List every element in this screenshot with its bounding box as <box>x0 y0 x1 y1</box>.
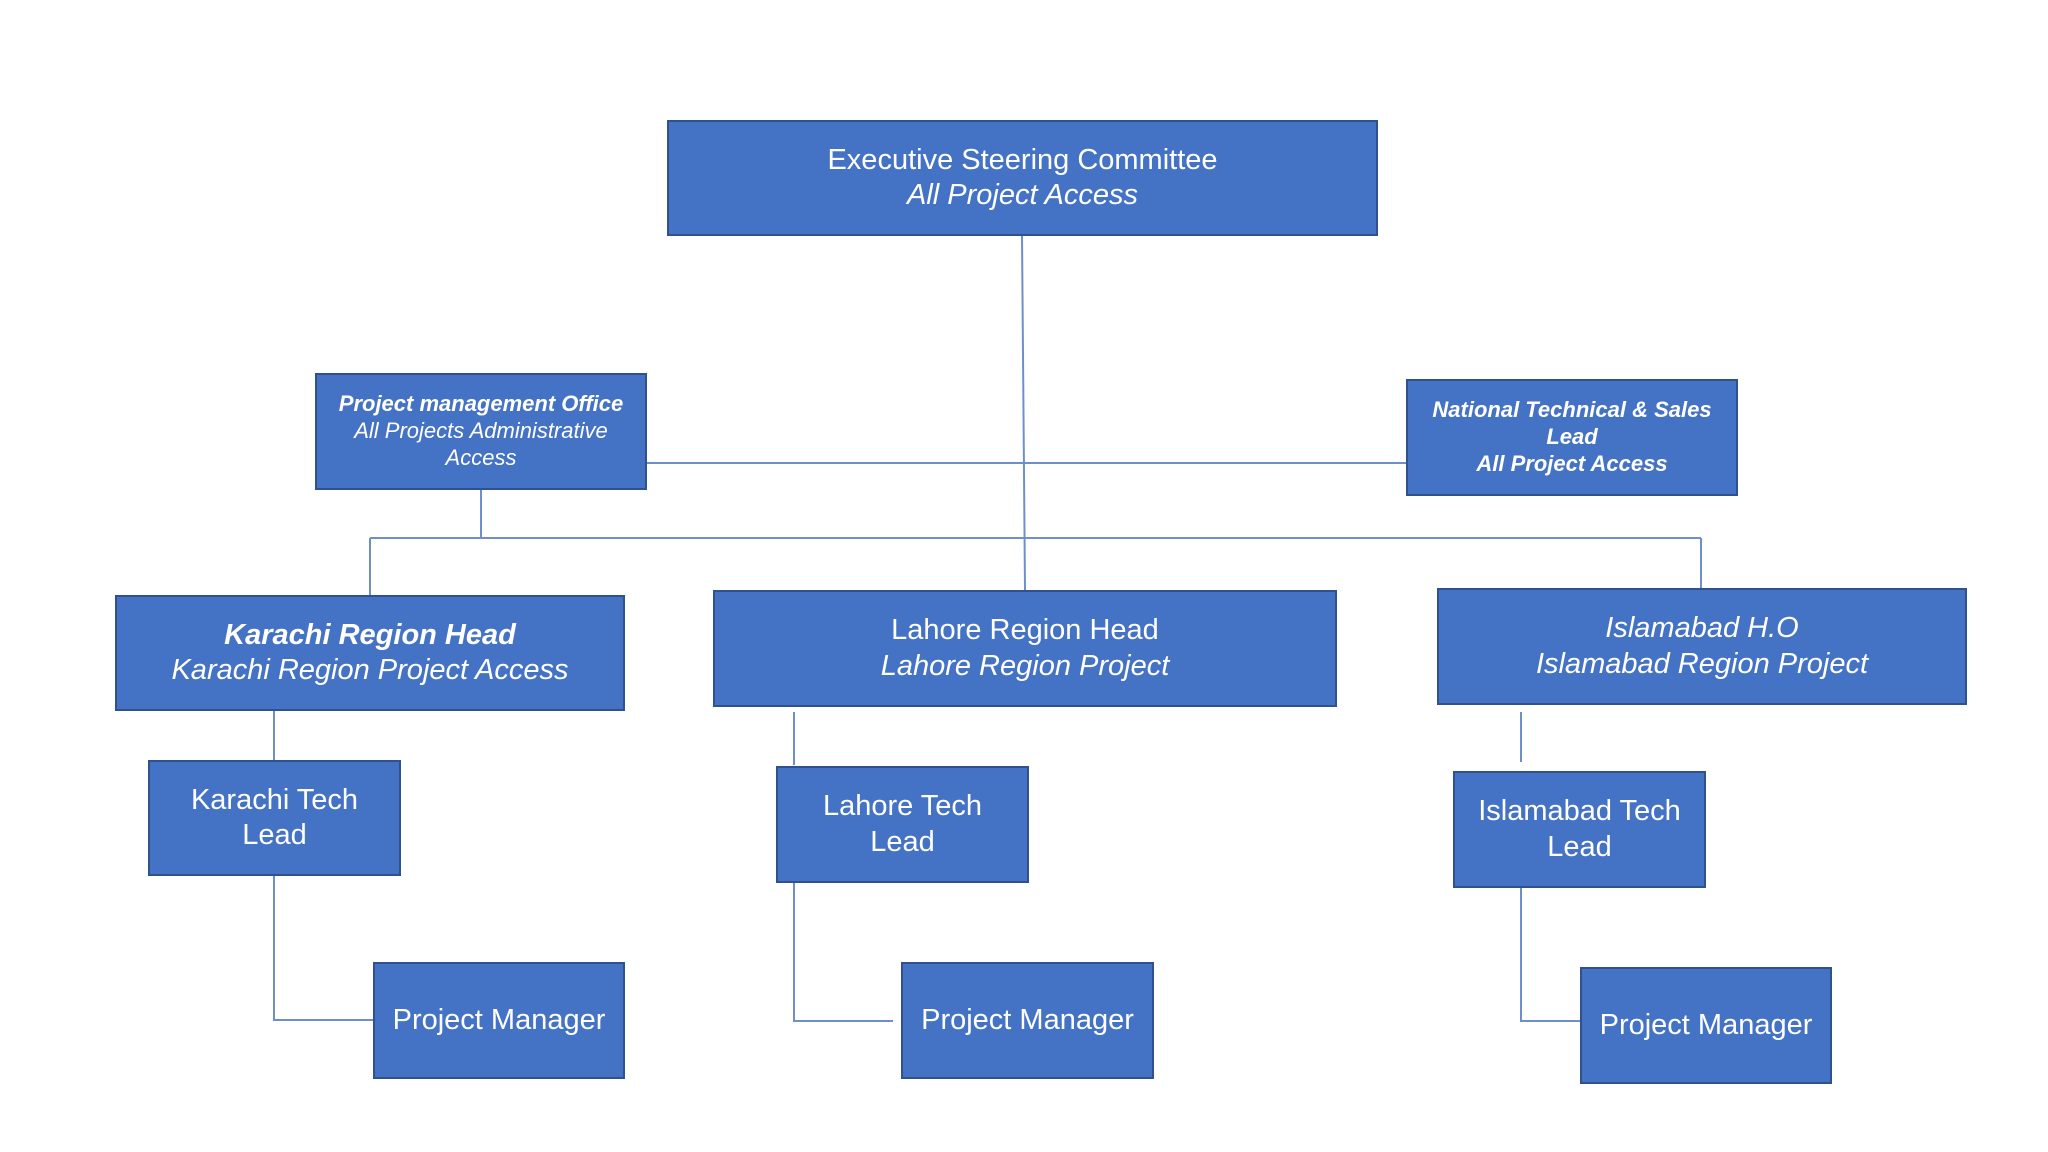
project-management-office-box: Project management Office All Projects A… <box>315 373 647 490</box>
node-subtitle: Lahore Region Project <box>880 649 1170 682</box>
lahore-project-manager-box: Project Manager <box>901 962 1154 1079</box>
executive-steering-committee-box: Executive Steering Committee All Project… <box>667 120 1378 236</box>
node-subtitle: Islamabad Region Project <box>1535 647 1869 680</box>
islamabad-pm-connector <box>1520 887 1580 1022</box>
karachi-tech-lead-box: Karachi Tech Lead <box>148 760 401 876</box>
node-title: Project Manager <box>392 1003 606 1036</box>
node-title: Lead <box>1547 830 1612 863</box>
lahore-pm-connector <box>793 883 893 1022</box>
node-title: Lahore Region Head <box>891 614 1159 647</box>
islamabad-project-manager-box: Project Manager <box>1580 967 1832 1084</box>
islamabad-ho-box: Islamabad H.O Islamabad Region Project <box>1437 588 1967 705</box>
executive-trunk-line <box>1021 235 1026 591</box>
node-title: Karachi Tech <box>190 783 359 816</box>
node-subtitle: Karachi Region Project Access <box>171 654 569 686</box>
node-title: Lead <box>1546 424 1598 450</box>
node-title: Project Manager <box>1599 1008 1813 1041</box>
node-title: National Technical & Sales <box>1432 397 1712 423</box>
node-subtitle: All Projects Administrative <box>354 418 608 444</box>
national-technical-sales-lead-box: National Technical & Sales Lead All Proj… <box>1406 379 1738 496</box>
karachi-region-head-box: Karachi Region Head Karachi Region Proje… <box>115 595 625 711</box>
lahore-region-head-box: Lahore Region Head Lahore Region Project <box>713 590 1337 707</box>
node-subtitle: Access <box>445 444 517 470</box>
node-subtitle: All Project Access <box>907 179 1138 211</box>
islamabad-tech-lead-box: Islamabad Tech Lead <box>1453 771 1706 888</box>
node-subtitle: All Project Access <box>1476 450 1668 476</box>
node-title: Lahore Tech <box>822 790 983 823</box>
node-title: Islamabad H.O <box>1605 612 1799 645</box>
node-title: Karachi Region Head <box>224 618 516 651</box>
karachi-pm-connector <box>273 876 373 1021</box>
node-title: Project Manager <box>921 1003 1134 1036</box>
node-title: Islamabad Tech <box>1478 795 1681 828</box>
node-title: Executive Steering Committee <box>827 143 1218 176</box>
node-title: Lead <box>870 825 935 858</box>
karachi-project-manager-box: Project Manager <box>373 962 625 1079</box>
node-title: Lead <box>242 819 307 851</box>
lahore-tech-lead-box: Lahore Tech Lead <box>776 766 1029 883</box>
node-title: Project management Office <box>338 391 624 417</box>
